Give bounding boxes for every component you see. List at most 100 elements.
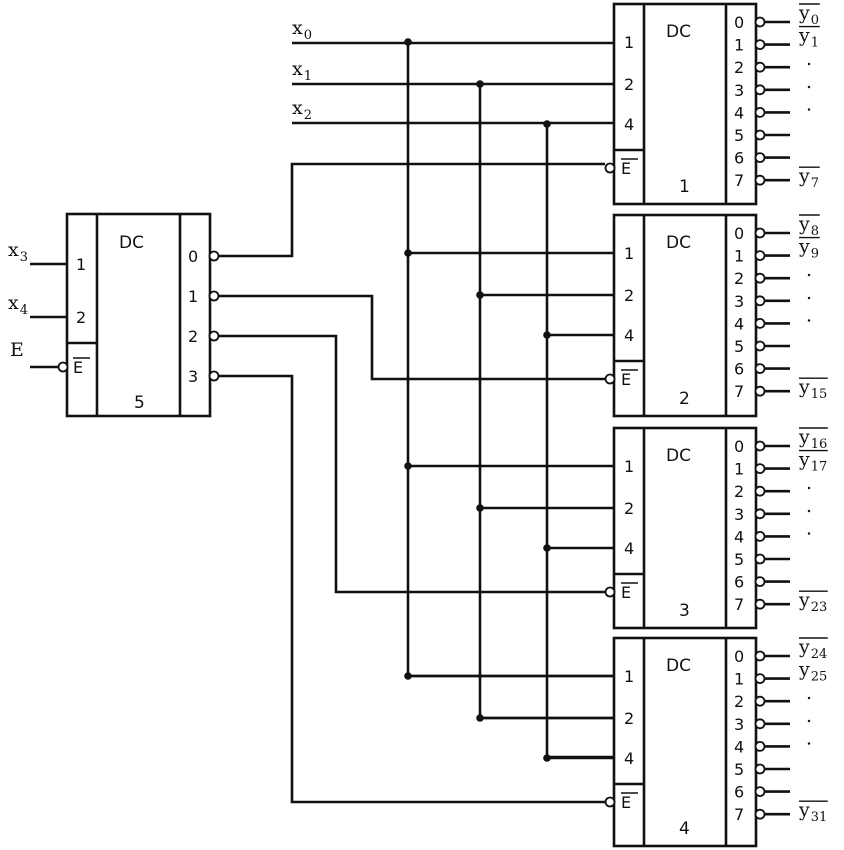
decoder-3-output-label-0-letter: y xyxy=(798,426,810,448)
decoder-5-body xyxy=(65,212,212,418)
decoder-1-output-label-0-sub: 0 xyxy=(811,13,819,28)
label-x3-sub: 3 xyxy=(20,250,28,265)
decoder-1-junction-1 xyxy=(476,80,484,88)
decoder-4-output-label-1-sub: 25 xyxy=(811,670,828,685)
decoder-5-output-pin-3: 3 xyxy=(188,367,198,386)
decoder-4-output-pin-6: 6 xyxy=(734,783,744,802)
decoder-3-output-pin-7: 7 xyxy=(734,595,744,614)
decoder-3-output-bubble-0 xyxy=(754,440,766,452)
decoder-1-output-bubble-3 xyxy=(754,84,766,96)
decoder-4-output-bubble-1 xyxy=(754,673,766,684)
decoder-4-output-bubble-3 xyxy=(754,718,766,730)
decoder-4-input-pin-0: 1 xyxy=(624,667,634,686)
decoder-5-output-bubble-1 xyxy=(208,290,220,302)
decoder-4-input-pin-1: 2 xyxy=(624,709,634,728)
decoder-1-output-pin-0: 0 xyxy=(734,13,744,32)
decoder-3-output-bubble-2 xyxy=(754,485,766,497)
decoder-5-enable-label: E xyxy=(73,358,83,377)
decoder-5-input-pin-0: 1 xyxy=(76,255,86,274)
decoder-5-enable-bubble xyxy=(57,361,69,373)
decoder-4-output-bubble-5 xyxy=(754,763,766,775)
decoder-4-output-bubble-0 xyxy=(754,650,766,662)
decoder-2-enable-bubble xyxy=(604,373,616,385)
decoder-1-ellipsis-2: . xyxy=(806,48,812,70)
decoder-2-input-pin-1: 2 xyxy=(624,286,634,305)
enable-route-decoder-2 xyxy=(218,294,605,381)
decoder-4-output-pin-5: 5 xyxy=(734,760,744,779)
decoder-3-output-bubble-5 xyxy=(754,553,766,565)
decoder-1-output-bubble-7 xyxy=(754,174,766,186)
decoder-5-input-pin-1: 2 xyxy=(76,308,86,327)
decoder-5-output-pin-2: 2 xyxy=(188,327,198,346)
decoder-4-output-label-7-sub: 31 xyxy=(811,810,828,825)
decoder-3-output-bubble-7 xyxy=(754,598,766,610)
decoder-4-output-pin-7: 7 xyxy=(734,805,744,824)
decoder-2-output-pin-0: 0 xyxy=(734,224,744,243)
decoder-1-output-bubble-0 xyxy=(754,16,766,28)
decoder-1-output-bubble-6 xyxy=(754,152,766,164)
decoder-3-output-pin-3: 3 xyxy=(734,505,744,524)
decoder-1-enable-bubble xyxy=(604,162,616,174)
decoder-5-output-bubble-2 xyxy=(208,330,220,342)
decoder-4-ellipsis-4: . xyxy=(806,727,812,749)
decoder-1-output-pin-7: 7 xyxy=(734,171,744,190)
label-x2-sub: 2 xyxy=(304,108,312,123)
label-x0-letter: x xyxy=(292,17,303,39)
label-x4-letter: x xyxy=(8,292,19,314)
enable-route-decoder-1 xyxy=(218,162,605,258)
decoder-1-output-label-1-sub: 1 xyxy=(811,36,819,51)
decoder-3-output-pin-1: 1 xyxy=(734,460,744,479)
decoder-2-input-pin-0: 1 xyxy=(624,244,634,263)
decoder-2-ellipsis-2: . xyxy=(806,259,812,281)
decoder-2-output-label-7-letter: y xyxy=(798,376,810,398)
decoder-3-output-bubble-1 xyxy=(754,463,766,475)
decoder-3-output-bubble-3 xyxy=(754,508,766,520)
decoder-4-input-pin-2: 4 xyxy=(624,749,634,768)
decoder-1-output-label-7-sub: 7 xyxy=(811,176,819,191)
decoder-2-junction-0 xyxy=(404,249,412,257)
decoder-4-output-pin-3: 3 xyxy=(734,715,744,734)
decoder-1-body xyxy=(612,2,758,206)
decoder-3-input-pin-2: 4 xyxy=(624,539,634,558)
decoder-3-output-pin-2: 2 xyxy=(734,482,744,501)
decoder-1-input-pin-0: 1 xyxy=(624,33,634,52)
decoder-5-dc-label: DC xyxy=(119,233,144,253)
decoder-1-output-bubble-4 xyxy=(754,107,766,118)
decoder-2-output-pin-1: 1 xyxy=(734,247,744,266)
decoder-1-output-pin-6: 6 xyxy=(734,149,744,168)
decoder-3-output-bubble-6 xyxy=(754,576,766,587)
decoder-3-number: 3 xyxy=(679,601,690,621)
decoder-1-output-pin-4: 4 xyxy=(734,103,744,122)
decoder-1-output-pin-3: 3 xyxy=(734,81,744,100)
decoder-4-output-pin-4: 4 xyxy=(734,737,744,756)
decoder-2-output-label-7-sub: 15 xyxy=(811,387,828,402)
decoder-3-output-label-1-sub: 17 xyxy=(811,460,828,475)
decoder-1-junction-0 xyxy=(404,38,412,46)
decoder-3-output-pin-6: 6 xyxy=(734,573,744,592)
decoder-1-input-pin-2: 4 xyxy=(624,115,634,134)
decoder-5-output-pin-0: 0 xyxy=(188,247,198,266)
decoder-1-ellipsis-4: . xyxy=(806,93,812,115)
decoder-5-output-bubble-0 xyxy=(208,250,220,262)
label-x1-sub: 1 xyxy=(304,69,312,84)
decoder-1-output-bubble-1 xyxy=(754,39,766,50)
label-x3-letter: x xyxy=(8,239,19,261)
decoder-1-output-pin-1: 1 xyxy=(734,36,744,55)
decoder-4-ellipsis-3: . xyxy=(806,705,812,727)
decoder-2-output-bubble-5 xyxy=(754,340,766,352)
decoder-4-enable-bubble xyxy=(604,796,616,808)
decoder-3-enable-label: E xyxy=(621,583,631,602)
decoder-1-output-label-0-letter: y xyxy=(798,2,810,24)
decoder-4-output-pin-1: 1 xyxy=(734,670,744,689)
decoder-3-output-label-1-letter: y xyxy=(798,449,810,471)
label-x1-letter: x xyxy=(292,58,303,80)
decoder-3-enable-bubble xyxy=(604,586,616,598)
decoder-4-output-bubble-7 xyxy=(754,808,766,820)
decoder-1-output-bubble-2 xyxy=(754,61,766,73)
decoder-3-output-bubble-4 xyxy=(754,531,766,542)
decoder-1-junction-2 xyxy=(543,120,551,128)
decoder-3-output-pin-4: 4 xyxy=(734,527,744,546)
decoder-2-output-bubble-6 xyxy=(754,363,766,375)
decoder-1-ellipsis-3: . xyxy=(806,71,812,93)
decoder-3-input-pin-1: 2 xyxy=(624,499,634,518)
